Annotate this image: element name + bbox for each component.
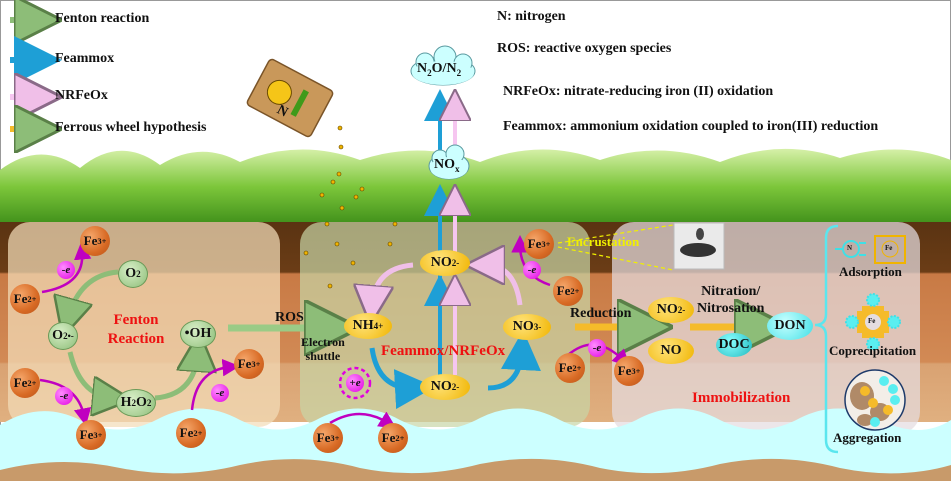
aggregation-label: Aggregation — [833, 430, 902, 445]
adsorption-n-label: N — [847, 244, 853, 252]
doc: DOC — [716, 333, 752, 357]
hydroxyl-radical: •OH — [180, 320, 216, 348]
don: DON — [767, 312, 813, 340]
definition-nrfeox: NRFeOx: nitrate-reducing iron (II) oxida… — [503, 84, 774, 99]
cloud-n2o-n2-label: N2O/N2 — [417, 61, 462, 78]
feammox-nrfeox-title: Feammox/NRFeOx — [381, 343, 506, 359]
legend-feammox: Feammox — [55, 51, 115, 66]
definition-n: N: nitrogen — [497, 9, 566, 24]
coprecipitation-label: Coprecipitation — [829, 343, 917, 358]
immobilization-title: Immobilization — [692, 390, 791, 406]
definition-feammox: Feammox: ammonium oxidation coupled to i… — [503, 119, 879, 134]
adsorption-label: Adsorption — [839, 264, 902, 279]
electron-gain-icon: +e — [346, 374, 364, 392]
reduction-label: Reduction — [570, 306, 632, 321]
coprecipitation-fe-label: Fe — [868, 317, 876, 325]
cloud-n2o-n2-icon — [410, 45, 476, 86]
electron-loss-icon: -e — [523, 261, 541, 279]
fertilizer-pellets — [303, 125, 398, 289]
coprecipitation-icon — [845, 293, 901, 351]
electron-loss-icon: -e — [57, 261, 75, 279]
electron-loss-icon: -e — [55, 387, 73, 405]
legend-ferrous-wheel: Ferrous wheel hypothesis — [55, 120, 207, 135]
aggregation-icon — [844, 369, 906, 431]
encrustation-label: Encrustation — [567, 234, 640, 249]
nitration-nitrosation-label: Nitration/Nitrosation — [697, 284, 765, 316]
electron-loss-icon: -e — [588, 339, 606, 357]
definition-ros: ROS: reactive oxygen species — [497, 41, 672, 56]
electron-loss-icon: -e — [211, 384, 229, 402]
cloud-nox-label: NOx — [434, 157, 460, 174]
nitric-oxide: NO — [648, 338, 694, 364]
legend-fenton: Fenton reaction — [55, 11, 150, 26]
ros-label: ROS — [275, 310, 304, 325]
adsorption-fe-label: Fe — [885, 244, 893, 252]
cloud-nox-icon — [428, 144, 470, 180]
adsorption-icon — [835, 235, 906, 264]
fertilizer-bag-icon — [246, 58, 334, 138]
legend-nrfeox: NRFeOx — [55, 88, 108, 103]
